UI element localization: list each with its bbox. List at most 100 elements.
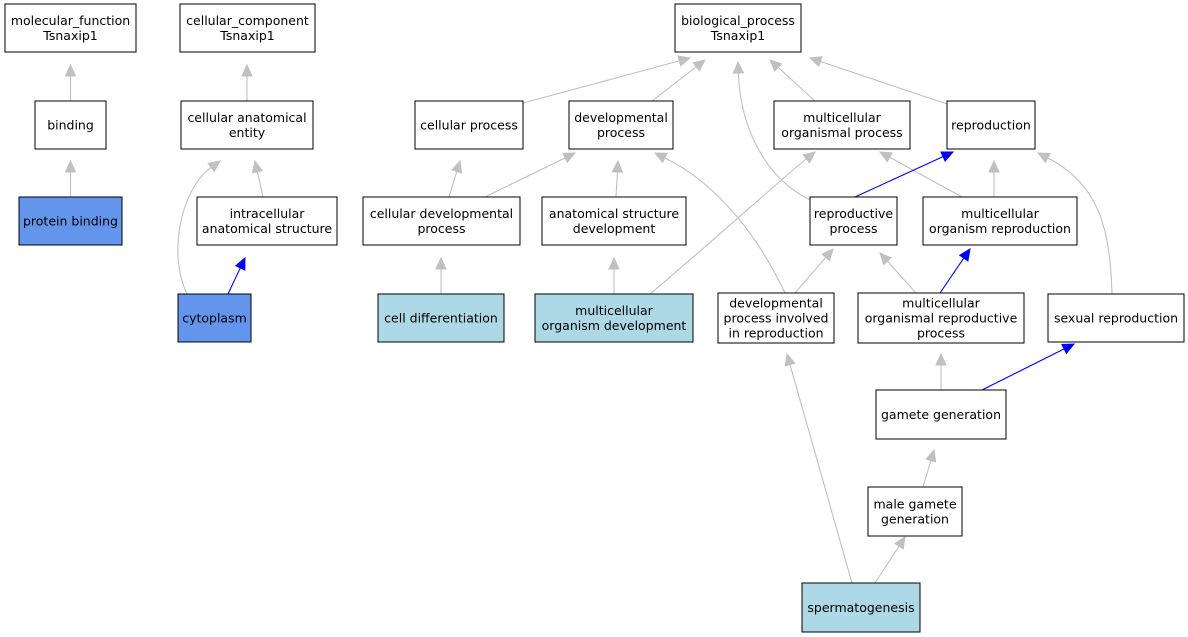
edge-rep-to-bp (820, 60, 948, 105)
edge-cyto-to-cae (177, 167, 212, 295)
node-sr[interactable]: sexual reproduction (1047, 293, 1185, 343)
arrowhead-cdp-to-cp (451, 159, 463, 174)
node-label: binding (47, 118, 94, 133)
edge-rp-to-rep (854, 156, 944, 198)
node-box (196, 196, 338, 246)
node-box (801, 582, 921, 633)
node-box (179, 3, 316, 53)
node-label: generation (881, 512, 949, 527)
node-label: intracellular (230, 206, 306, 221)
arrowhead-mor-to-rep (988, 159, 1000, 173)
arrowhead-cae-to-cc (241, 63, 253, 77)
arrowhead-sperm-to-dpir (784, 352, 796, 367)
node-label: anatomical structure (202, 221, 332, 236)
node-box (362, 196, 521, 246)
node-cd[interactable]: cell differentiation (377, 293, 505, 343)
edge-sperm-to-dpir (789, 364, 853, 584)
node-label: organism reproduction (929, 221, 1071, 236)
arrowhead-cdp-to-dp (562, 152, 577, 164)
node-label: multicellular (961, 206, 1040, 221)
arrowhead-rp-to-bp (732, 60, 745, 74)
arrowhead-mop-to-bp (769, 59, 783, 73)
node-gg[interactable]: gamete generation (875, 389, 1007, 440)
arrowhead-mgg-to-gg (925, 448, 937, 463)
node-label: sexual reproduction (1054, 311, 1178, 326)
arrowhead-morp-to-rp (879, 252, 892, 266)
node-label: cellular process (420, 118, 518, 133)
node-label: process (597, 125, 645, 140)
node-box (541, 196, 687, 246)
node-box (717, 292, 835, 344)
node-label: developmental (729, 296, 823, 311)
node-label: organismal process (781, 125, 902, 140)
edge-gg-to-sr (981, 348, 1065, 391)
node-box (568, 100, 674, 150)
node-label: Tsnaxip1 (710, 28, 765, 43)
node-rep[interactable]: reproduction (946, 100, 1036, 150)
node-sperm[interactable]: spermatogenesis (801, 582, 921, 633)
edge-sr-to-rep (1047, 157, 1113, 295)
node-box (18, 196, 123, 246)
node-box (377, 293, 505, 343)
node-box (177, 293, 252, 343)
arrowhead-asd-to-dp (611, 159, 624, 173)
arrowhead-dpir-to-rp (821, 248, 834, 262)
node-label: protein binding (23, 214, 118, 229)
node-label: process (917, 326, 965, 341)
node-box (414, 100, 524, 150)
edge-ias-to-cae (256, 171, 264, 198)
nodes-layer: molecular_functionTsnaxip1cellular_compo… (4, 3, 1185, 633)
edge-mor-to-mop (889, 156, 963, 198)
node-binding[interactable]: binding (34, 100, 107, 150)
node-label: anatomical structure (549, 206, 679, 221)
arrowhead-mod-to-asd (608, 256, 620, 270)
node-pb[interactable]: protein binding (18, 196, 123, 246)
node-box (946, 100, 1036, 150)
node-label: organism development (542, 318, 687, 333)
node-cp[interactable]: cellular process (414, 100, 524, 150)
arrowhead-cd-to-cdp (435, 256, 447, 270)
edge-rp-to-bp (737, 72, 811, 201)
arrowhead-binding-to-mf (64, 63, 77, 77)
arrowhead-dpir-to-dp (653, 152, 668, 164)
node-box (875, 389, 1007, 440)
node-box (922, 196, 1078, 246)
arrowhead-cp-to-bp (677, 55, 692, 67)
node-label: cell differentiation (384, 311, 498, 326)
arrowhead-rep-to-bp (808, 56, 823, 68)
node-label: reproductive (814, 206, 894, 221)
node-label: development (573, 221, 656, 236)
arrowhead-pb-to-binding (64, 159, 77, 173)
node-label: organismal reproductive (865, 311, 1018, 326)
node-label: molecular_function (11, 13, 130, 28)
node-box (857, 292, 1025, 344)
node-label: multicellular (902, 296, 981, 311)
node-label: developmental (574, 110, 668, 125)
edge-cp-to-bp (522, 60, 680, 104)
edge-cdp-to-cp (448, 171, 458, 198)
node-label: cellular anatomical (187, 110, 306, 125)
node-label: biological_process (681, 13, 795, 28)
node-label: cytoplasm (182, 311, 247, 326)
node-box (4, 3, 137, 53)
node-cyto[interactable]: cytoplasm (177, 293, 252, 343)
arrowhead-mor-to-mop (878, 151, 893, 163)
arrowhead-rp-to-rep (940, 151, 955, 163)
edge-cyto-to-ias (227, 267, 241, 295)
